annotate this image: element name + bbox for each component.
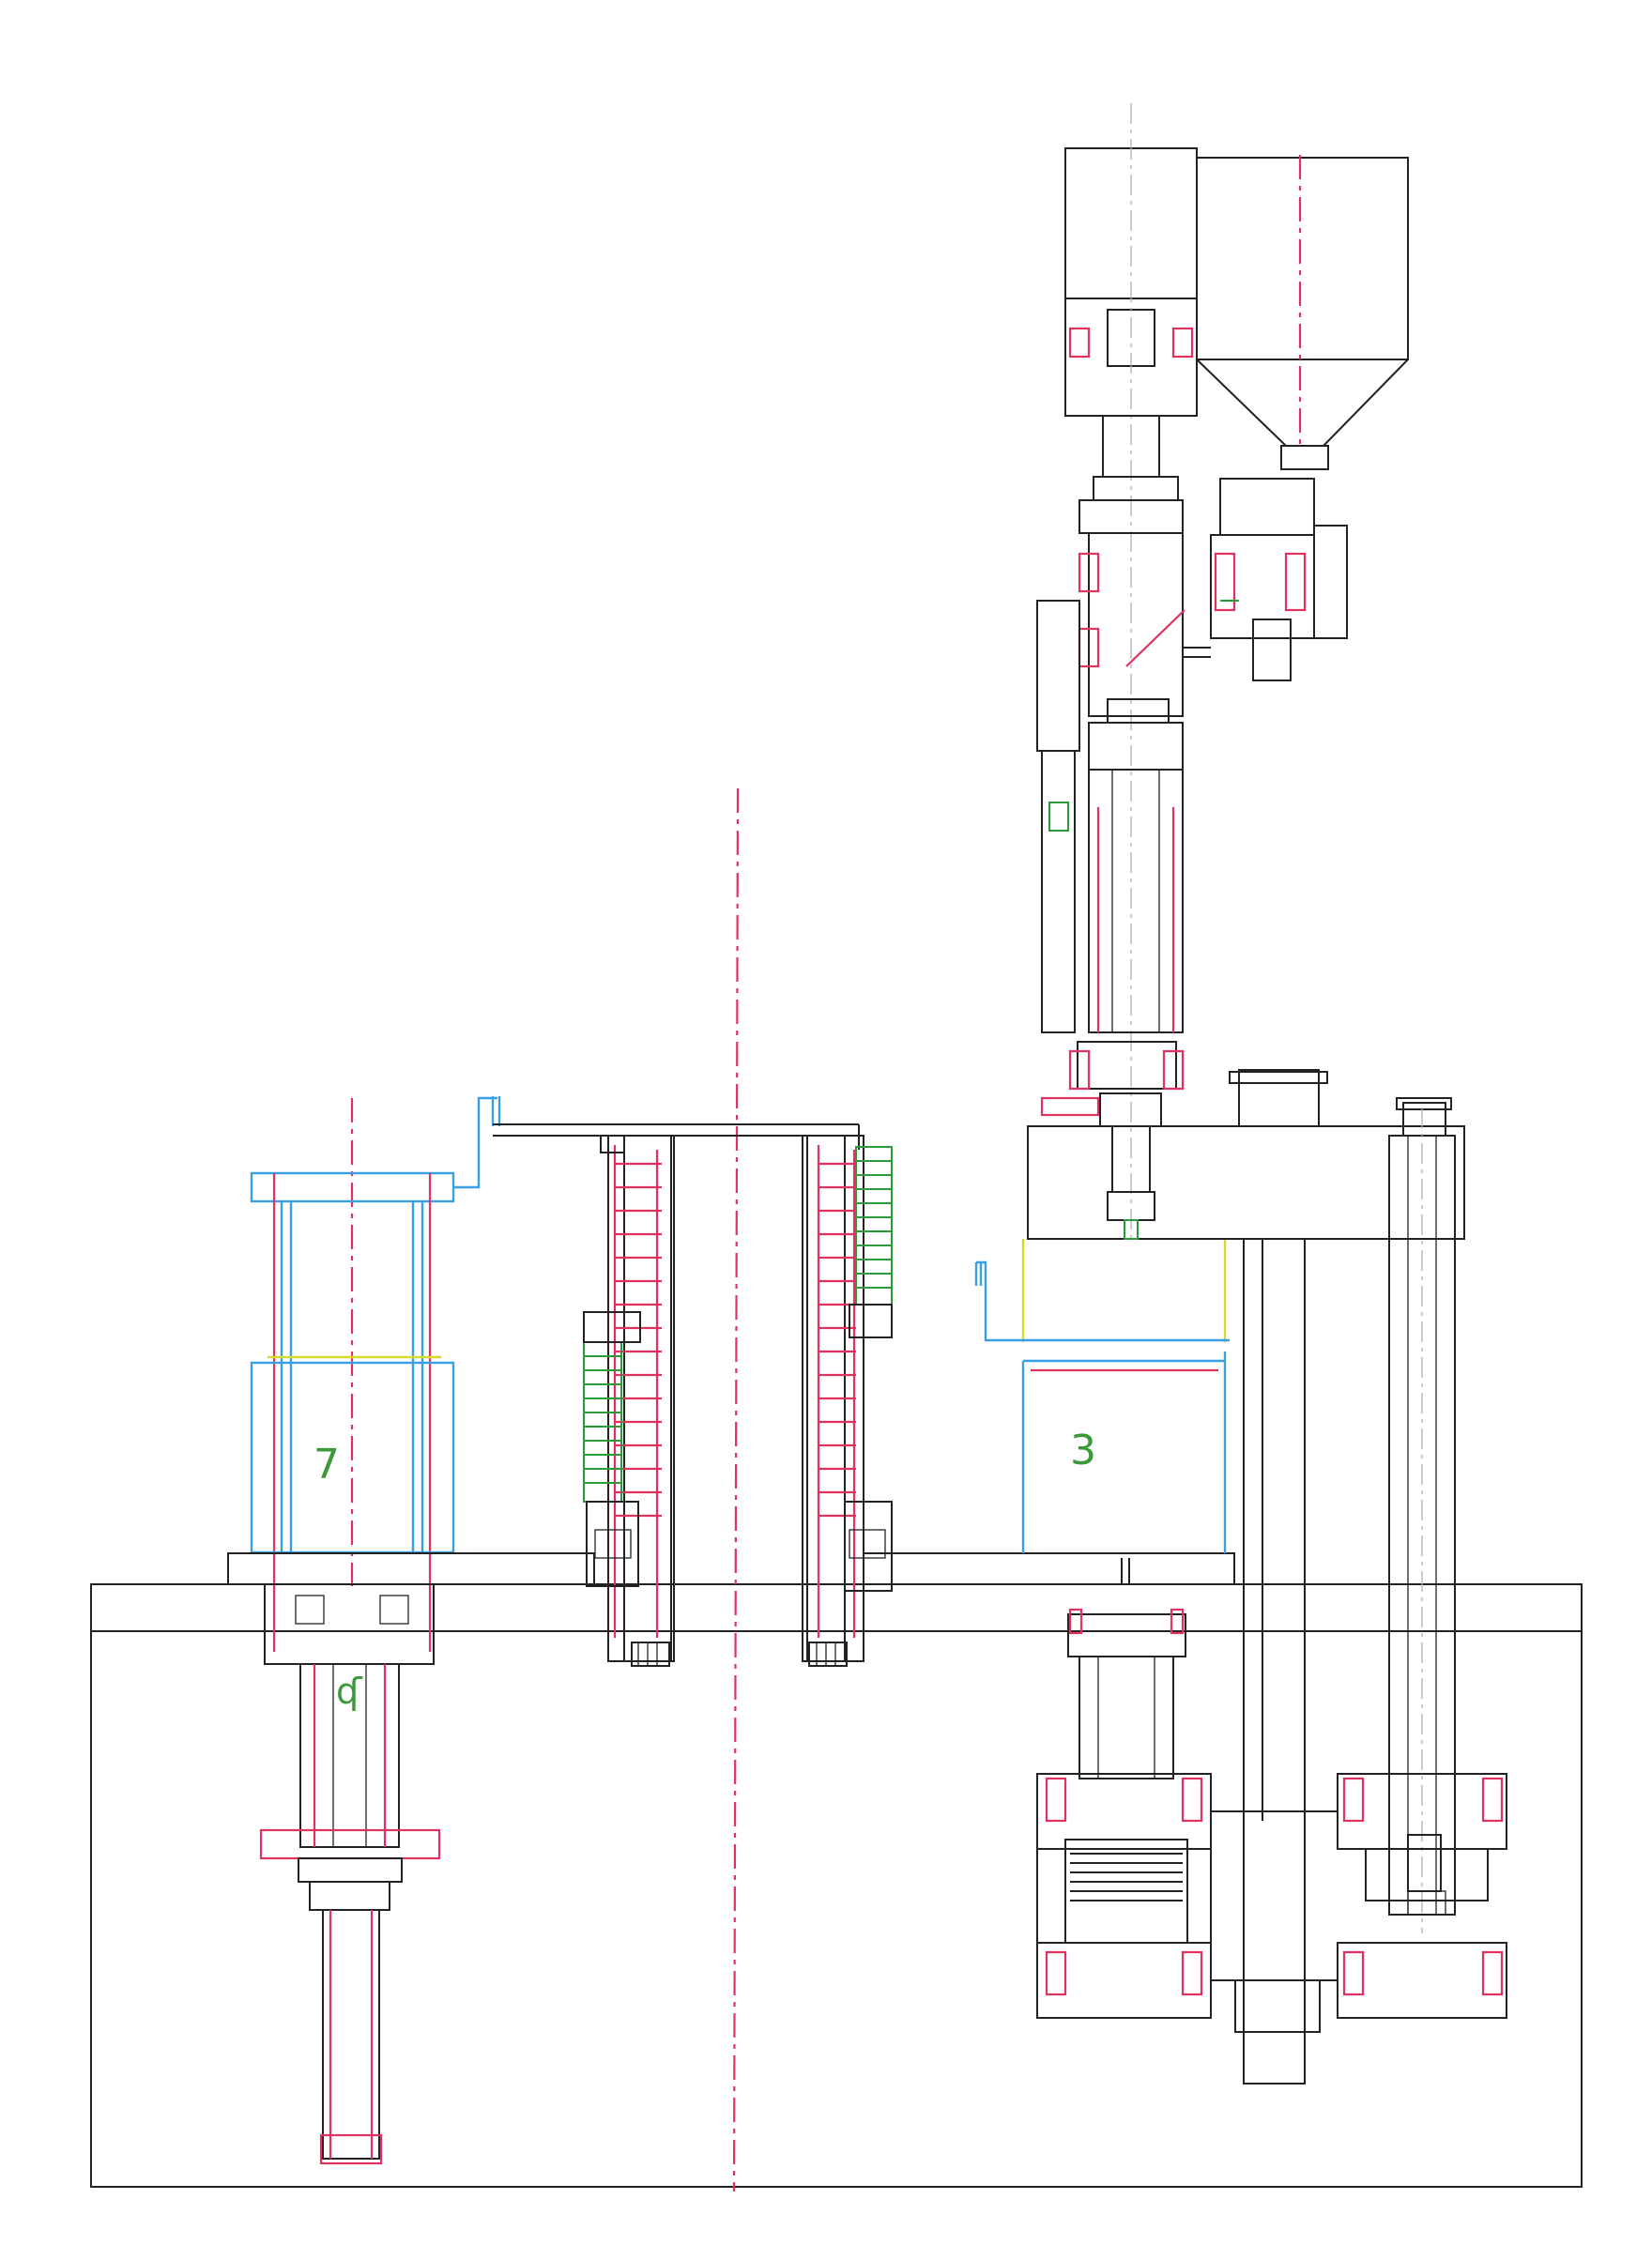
station-3-frame: 3 [974,1239,1230,1553]
main-centerline [732,787,740,2192]
station-3-label: 3 [1070,1427,1096,1474]
right-guide-column [802,1135,893,1667]
station-7-frame: 7 [227,1096,595,1652]
left-guide-column [583,1135,675,1667]
hopper [1196,155,1409,470]
lower-cylinder-mark: ʠ [336,1671,363,1712]
lower-left-cylinder: ʠ [259,1583,441,2165]
right-press-frame [1027,1069,1465,2085]
station-7-label: 7 [314,1441,340,1489]
lower-right-mechanism-left [1036,1608,1212,2019]
feed-column [1036,415,1185,1240]
top-crossbeam [493,1123,860,1150]
work-table [863,1552,1235,1585]
lower-right-mechanism-right [1211,1773,1507,2019]
side-feeder [1183,478,1348,681]
